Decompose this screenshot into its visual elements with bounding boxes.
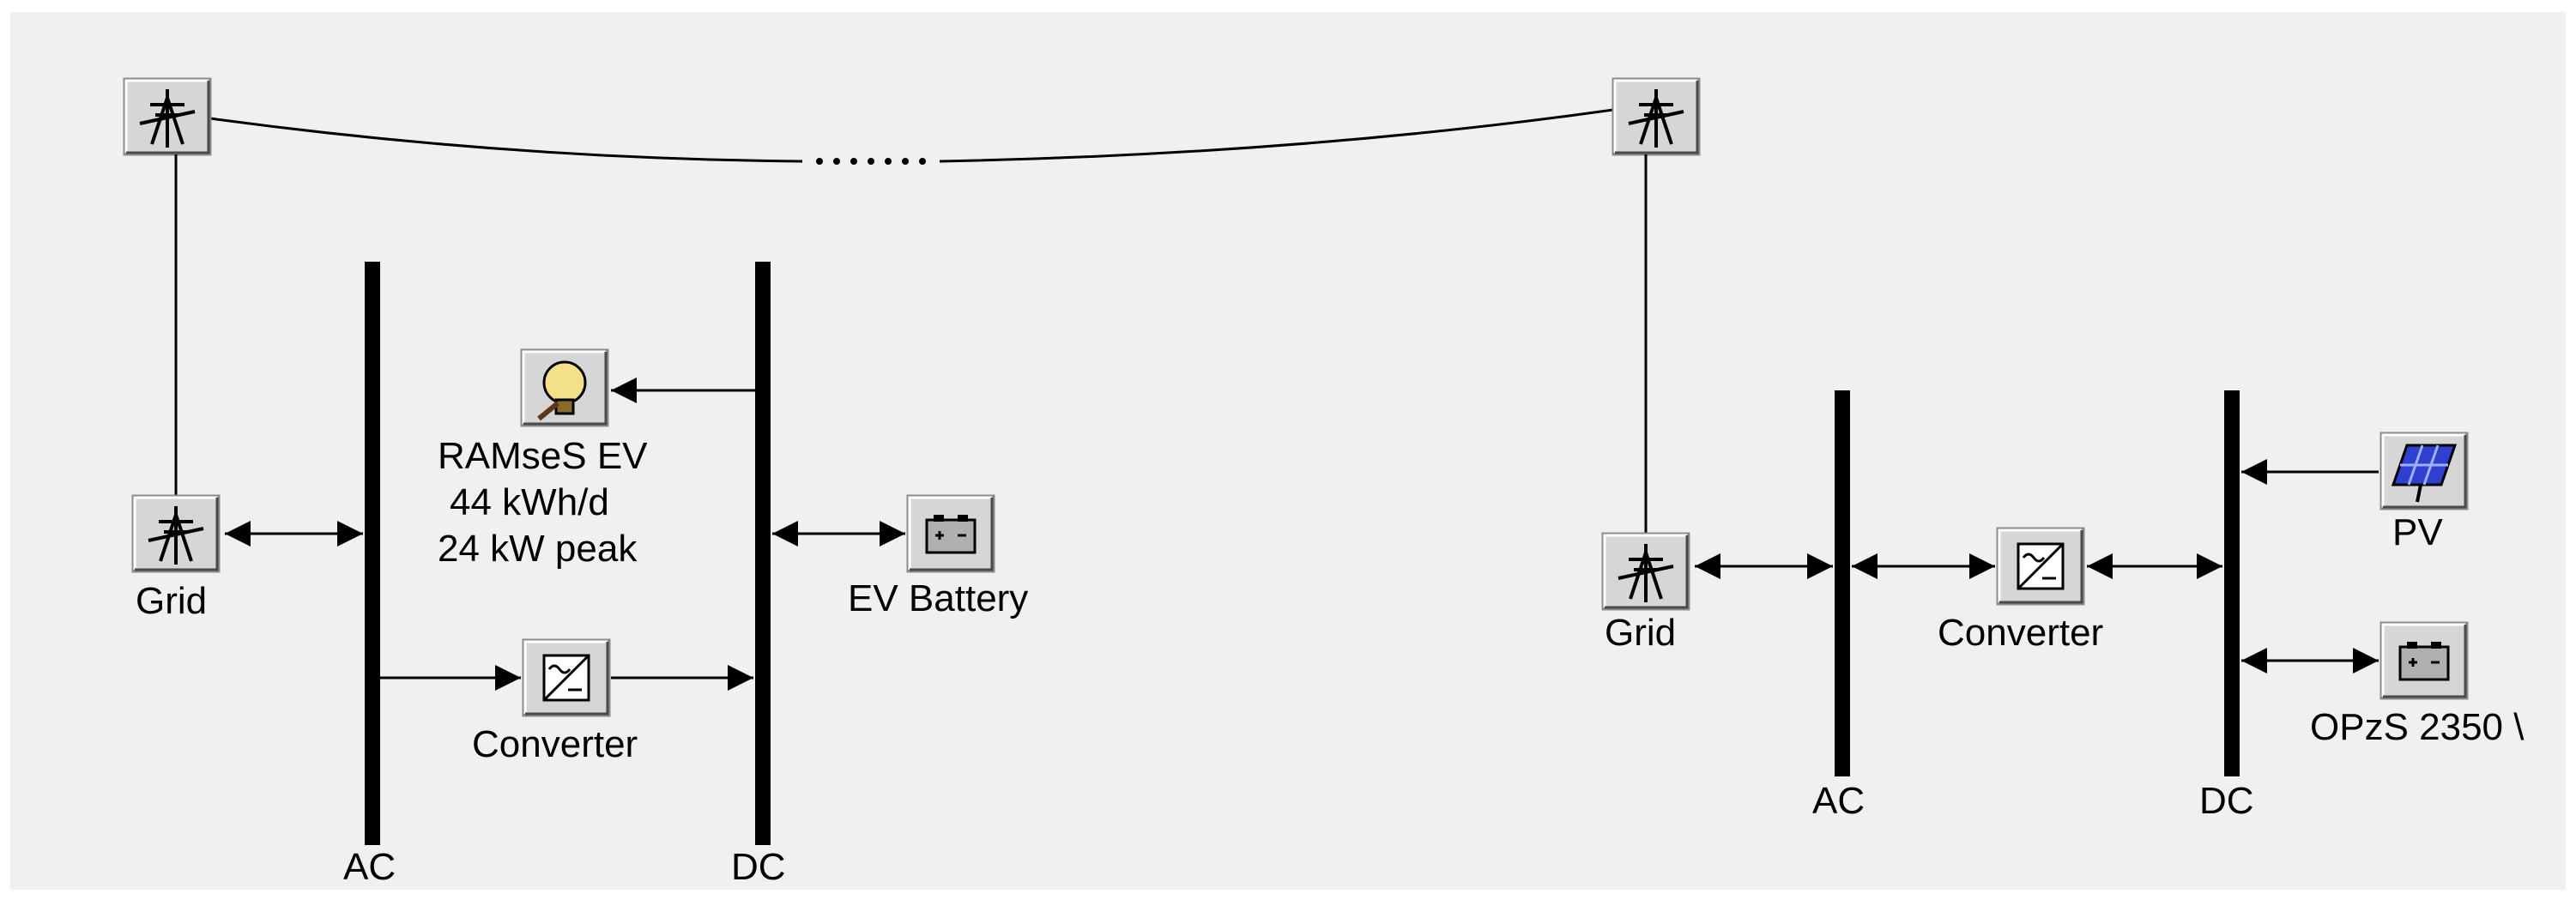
grid-tower-icon[interactable] [1601, 532, 1690, 611]
battery-label: OPzS 2350 \ [2310, 706, 2525, 748]
grid-label: Grid [1605, 612, 1676, 654]
lightbulb-icon[interactable] [520, 348, 609, 427]
dc-bus-bar [2224, 390, 2240, 776]
load-name-label: RAMseS EV [438, 435, 648, 477]
dc-bus-bar [755, 262, 771, 845]
ev-battery-label: EV Battery [848, 577, 1028, 619]
converter-icon[interactable] [1996, 527, 2085, 606]
converter-label: Converter [472, 723, 638, 765]
load-energy-label: 44 kWh/d [450, 481, 609, 523]
battery-icon[interactable] [2379, 621, 2469, 700]
solar-panel-icon[interactable] [2379, 432, 2469, 510]
transmission-line-wire [939, 108, 1614, 163]
battery-icon[interactable] [906, 494, 995, 573]
grid-tower-icon[interactable] [1612, 77, 1701, 156]
diagram-background [10, 12, 2566, 890]
grid-label: Grid [136, 580, 207, 622]
line-break-dots [816, 158, 926, 165]
load-peak-label: 24 kW peak [438, 528, 638, 570]
transmission-line-wire [209, 117, 803, 163]
grid-tower-icon[interactable] [123, 77, 212, 156]
dc-bus-label: DC [731, 846, 786, 888]
converter-label: Converter [1938, 612, 2103, 654]
ac-bus-label: AC [343, 846, 396, 888]
ac-bus-bar [365, 262, 380, 845]
converter-icon[interactable] [522, 638, 611, 717]
ac-bus-bar [1835, 390, 1850, 776]
ac-bus-label: AC [1812, 780, 1865, 822]
dc-bus-label: DC [2199, 780, 2254, 822]
pv-label: PV [2392, 511, 2443, 553]
grid-tower-icon[interactable] [131, 494, 221, 573]
